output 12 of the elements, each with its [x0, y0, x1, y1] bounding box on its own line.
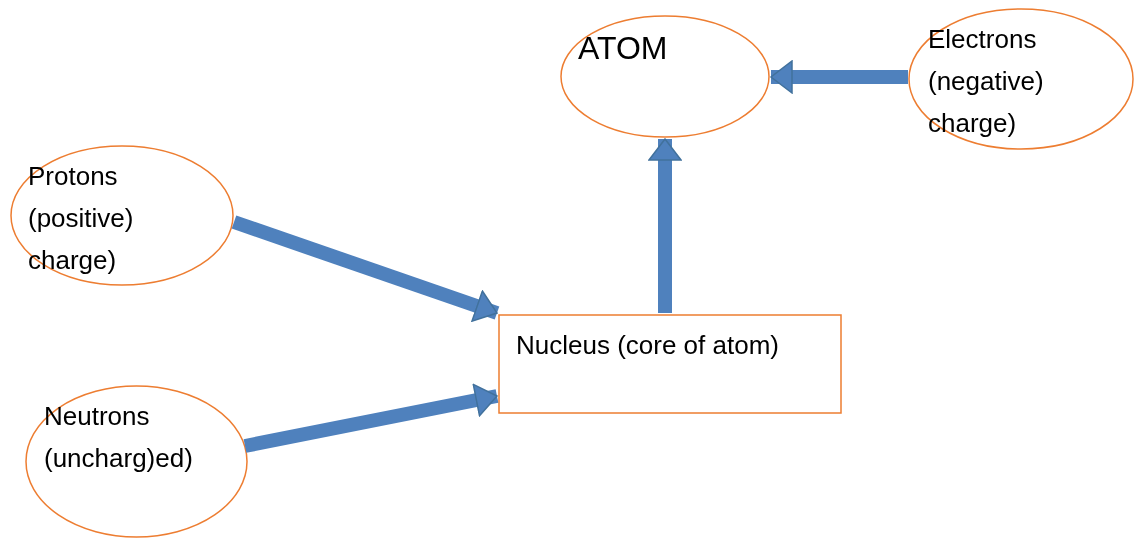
block-arrow [243, 383, 499, 453]
node-label: Neutrons (uncharg)ed) [44, 400, 194, 475]
block-arrow [648, 138, 682, 313]
ellipse-node [560, 15, 770, 138]
process-box [498, 314, 842, 414]
ellipse-node [25, 385, 248, 538]
ellipse-node [10, 145, 234, 286]
node-label: Nucleus (core of atom) [516, 329, 780, 362]
block-arrow [231, 215, 500, 322]
block-arrow [770, 60, 908, 94]
node-label: ATOM [578, 29, 669, 68]
ellipse-node [908, 8, 1134, 150]
